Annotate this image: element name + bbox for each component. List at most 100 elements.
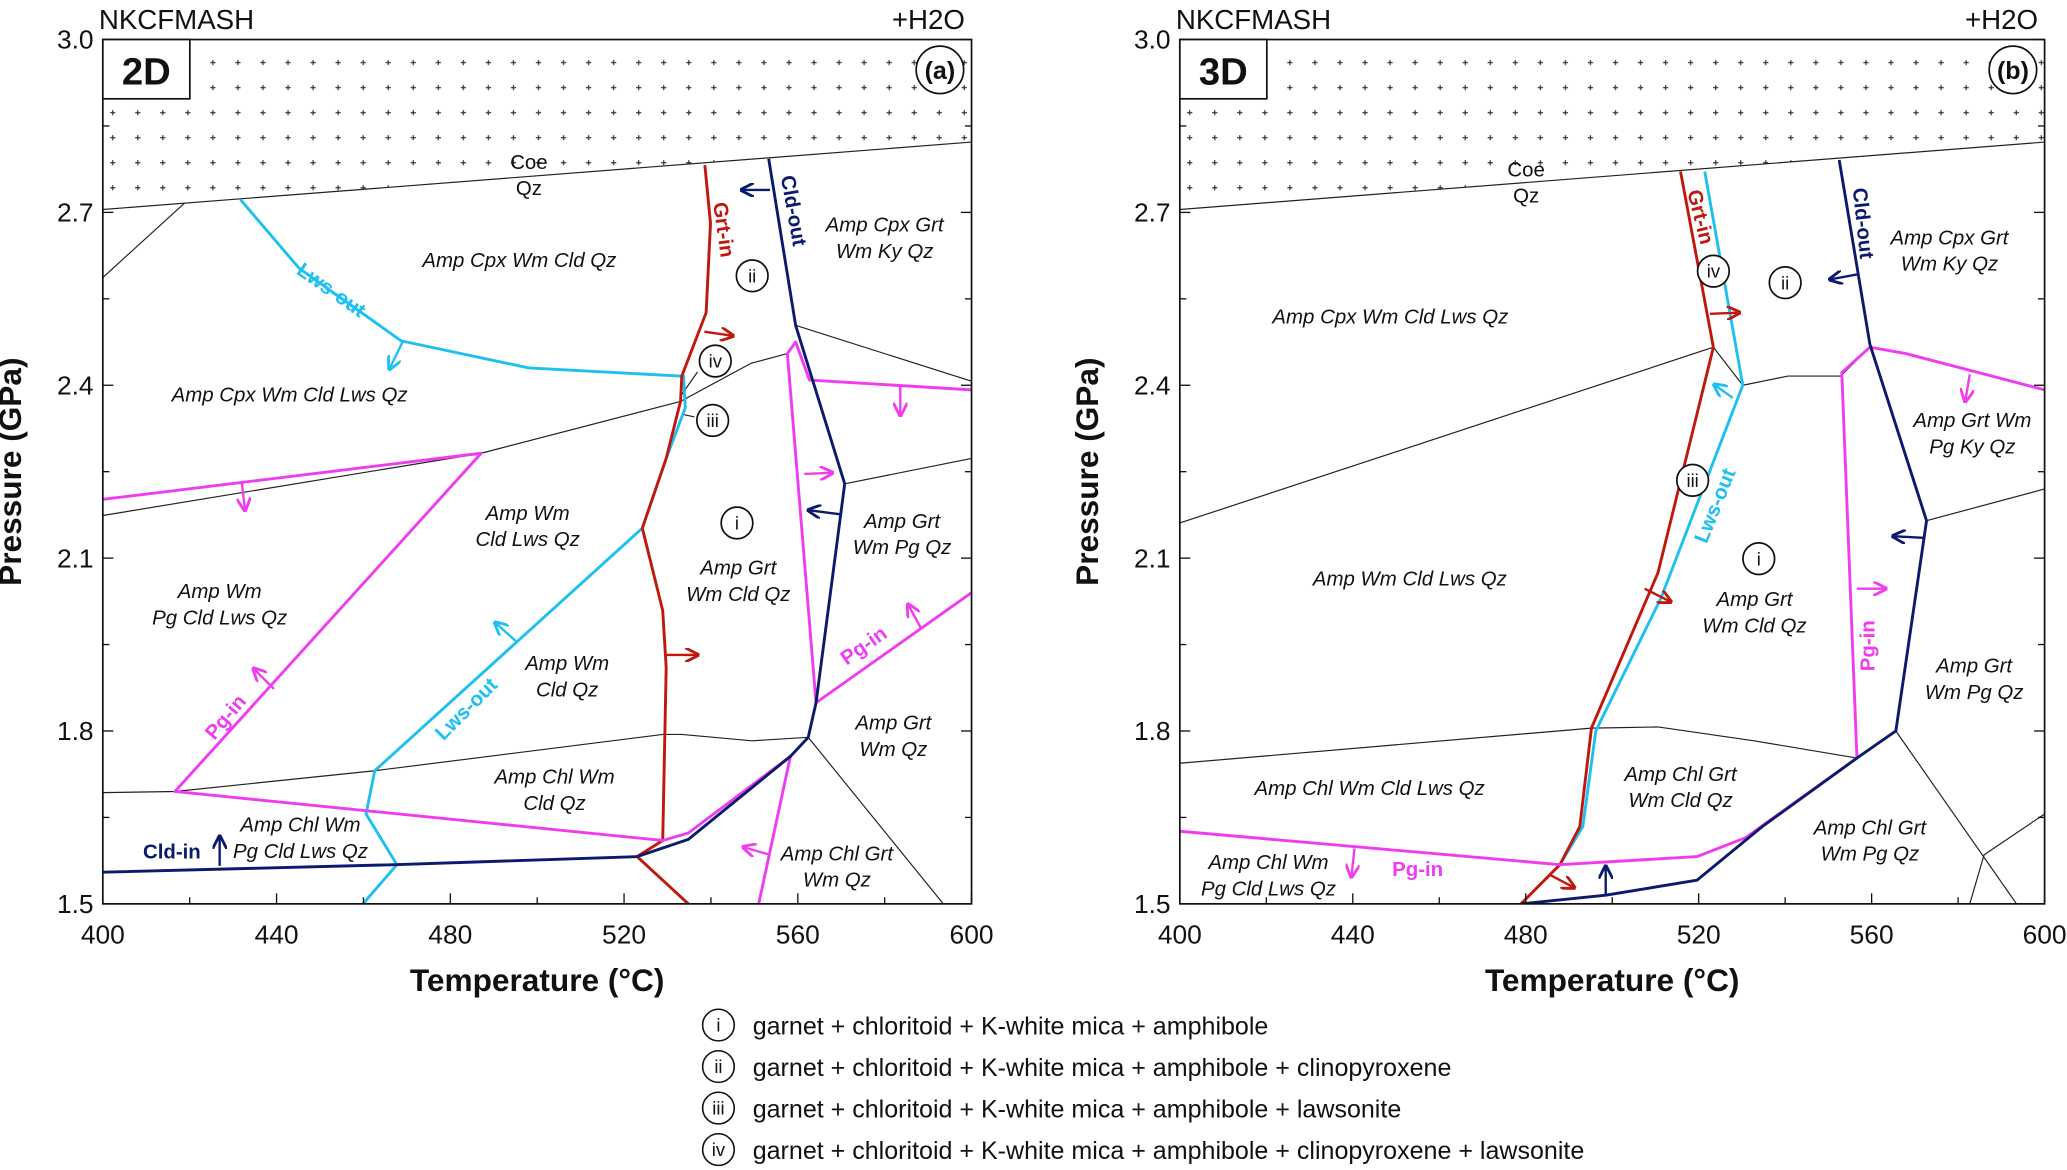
model-label: 2D [122, 50, 171, 93]
legend-text: garnet + chloritoid + K-white mica + amp… [753, 1095, 1402, 1123]
coe-qz-curve [1179, 141, 2045, 211]
boundary-curve [1179, 346, 1744, 524]
lws-out-curve [1558, 171, 1745, 866]
boundary-curve [1179, 726, 1858, 764]
assemblage-marker-numeral: iii [707, 410, 719, 431]
field-label-line: Wm Qz [859, 739, 927, 761]
field-label-line: Amp Grt [1935, 655, 2013, 677]
field-label-line: Amp Wm [524, 653, 609, 675]
panel-label: (a) [925, 57, 956, 85]
coesite-field-hatch [1179, 39, 2045, 210]
x-tick-label: 600 [2023, 919, 2067, 949]
legend-marker-numeral: iii [712, 1098, 724, 1119]
field-label-line: Pg Cld Lws Qz [233, 841, 368, 863]
field-label-line: Amp Grt [854, 713, 932, 735]
boundary-curve [844, 457, 972, 485]
field-label: Amp Chl Grt Wm Qz [780, 843, 895, 891]
y-tick-label: 1.8 [57, 716, 94, 746]
x-axis-title: Temperature (°C) [410, 962, 665, 998]
x-tick-label: 520 [602, 919, 646, 949]
system-label: NKCFMASH [99, 4, 254, 35]
field-label-line: Amp Chl Grt [780, 843, 895, 865]
pg-in-curve [102, 451, 792, 904]
legend-marker-circle [701, 1049, 736, 1084]
assemblage-marker-circle [698, 344, 732, 378]
y-tick-label: 2.1 [1134, 543, 1171, 573]
y-axis-title: Pressure (GPa) [0, 358, 28, 586]
field-arrow [1709, 313, 1738, 314]
field-label-line: Wm Cld Qz [1628, 790, 1732, 812]
coesite-field-hatch [102, 39, 972, 210]
lws-out-curve [239, 198, 687, 904]
field-label-line: Coe [510, 152, 547, 174]
legend-marker-circle [701, 1091, 736, 1125]
y-tick-label: 2.1 [57, 543, 94, 573]
legend-marker-circle [701, 1132, 736, 1167]
x-tick-label: 440 [255, 919, 299, 949]
plot-area [102, 39, 972, 904]
y-tick-label: 3.0 [57, 25, 94, 55]
field-label: Amp Cpx Wm Cld Qz [421, 250, 616, 272]
field-arrow [1549, 873, 1573, 887]
field-label-line: Wm Qz [803, 870, 871, 892]
field-arrow [810, 510, 841, 514]
field-label-line: Cld Lws Qz [475, 529, 579, 551]
boundary-curve [1926, 488, 2045, 522]
field-arrow [254, 669, 275, 690]
boundary-curve [102, 202, 185, 278]
panel-label-circle [915, 45, 965, 95]
field-label-line: Wm Cld Qz [1702, 616, 1806, 638]
fluid-label: +H2O [1965, 4, 2038, 35]
y-tick-label: 2.7 [1134, 198, 1171, 228]
reaction-line-label: Pg-in [1857, 620, 1879, 671]
x-tick-label: 400 [1158, 919, 1202, 949]
assemblage-marker-circle [1768, 266, 1802, 300]
reaction-line-label: Pg-in [837, 623, 891, 670]
x-tick-label: 400 [81, 919, 125, 949]
field-arrow [1965, 374, 1969, 400]
field-label: Amp Wm Cld Lws Qz [475, 503, 579, 551]
x-tick-label: 600 [950, 919, 994, 949]
y-axis-title: Pressure (GPa) [1069, 358, 1105, 586]
legend-item: iii garnet + chloritoid + K-white mica + … [701, 1091, 1402, 1125]
field-label-line: Amp Grt [1715, 589, 1793, 611]
x-tick-label: 480 [1504, 919, 1548, 949]
field-arrow [704, 332, 731, 336]
model-label: 3D [1199, 50, 1248, 93]
assemblage-marker-numeral: ii [1781, 272, 1789, 293]
legend-marker-numeral: ii [714, 1056, 722, 1077]
field-label: Amp Grt Wm Cld Qz [1702, 589, 1806, 637]
field-arrow [744, 847, 771, 854]
field-label-line: Amp Wm [177, 581, 262, 603]
assemblage-marker-numeral: iii [1686, 470, 1698, 491]
field-label-line: Amp Chl Grt [1623, 764, 1738, 786]
coe-qz-curve [102, 141, 972, 211]
field-arrow [390, 341, 404, 368]
field-label-line: Amp Cpx Wm Cld Qz [421, 250, 616, 272]
field-label: Amp Chl Wm Cld Lws Qz [1254, 778, 1485, 800]
assemblage-marker-circle [1696, 254, 1731, 288]
legend-text: garnet + chloritoid + K-white mica + amp… [753, 1012, 1269, 1040]
field-label-line: Cld Qz [523, 793, 585, 815]
boundary-curve [807, 736, 944, 904]
field-label: Amp Cpx Wm Cld Lws Qz [1271, 306, 1508, 328]
field-label-line: Amp Wm [485, 503, 570, 525]
boundary-curve [1969, 813, 2045, 904]
field-label-line: Amp Chl Grt [1813, 817, 1928, 839]
assemblage-marker-circle [1675, 463, 1710, 497]
